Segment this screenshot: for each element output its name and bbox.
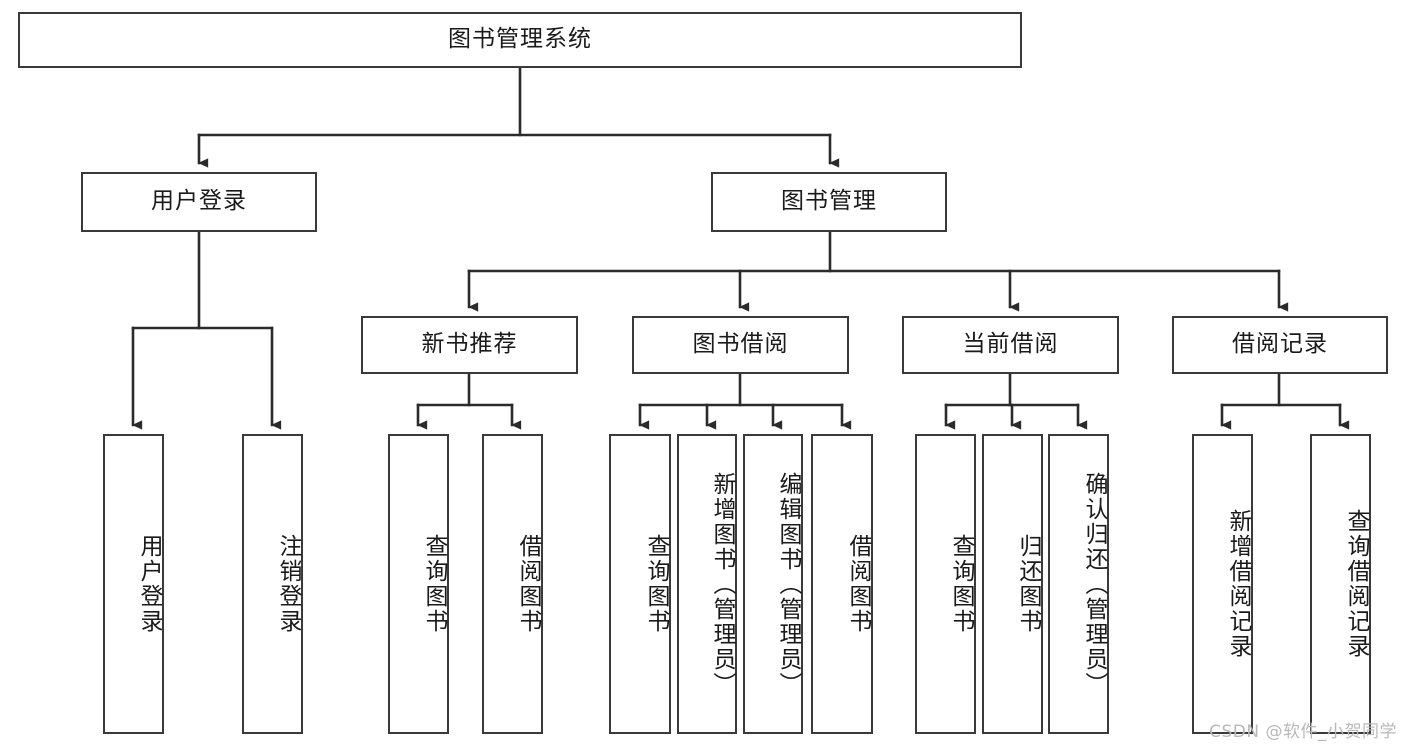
- leaf-add-book-label: 新增图书（管理员）: [709, 471, 735, 697]
- leaf-edit-book[interactable]: 编辑图书（管理员）: [743, 434, 803, 734]
- leaf-add-record[interactable]: 新增借阅记录: [1192, 434, 1253, 734]
- leaf-logout-login-label: 注销登录: [275, 534, 301, 634]
- leaf-user-login[interactable]: 用户登录: [103, 434, 164, 734]
- node-borrow-record[interactable]: 借阅记录: [1172, 316, 1388, 374]
- leaf-query-book-3[interactable]: 查询图书: [915, 434, 976, 734]
- node-new-book-recommend[interactable]: 新书推荐: [361, 316, 578, 374]
- node-current-borrow-label: 当前借阅: [962, 331, 1059, 358]
- leaf-borrow-book-2-label: 借阅图书: [845, 534, 871, 634]
- leaf-logout-login[interactable]: 注销登录: [242, 434, 303, 734]
- node-root-label: 图书管理系统: [448, 26, 592, 53]
- leaf-return-book-label: 归还图书: [1015, 534, 1041, 634]
- leaf-add-book[interactable]: 新增图书（管理员）: [677, 434, 737, 734]
- node-book-borrow-label: 图书借阅: [692, 331, 789, 358]
- node-book-management-label: 图书管理: [781, 188, 877, 215]
- node-current-borrow[interactable]: 当前借阅: [902, 316, 1119, 374]
- node-book-borrow[interactable]: 图书借阅: [632, 316, 849, 374]
- node-book-management[interactable]: 图书管理: [711, 172, 947, 232]
- node-root[interactable]: 图书管理系统: [18, 12, 1022, 68]
- leaf-edit-book-label: 编辑图书（管理员）: [775, 471, 801, 697]
- node-borrow-record-label: 借阅记录: [1232, 331, 1328, 358]
- leaf-query-book-1-label: 查询图书: [421, 534, 447, 634]
- leaf-query-book-2[interactable]: 查询图书: [609, 434, 671, 734]
- leaf-confirm-return[interactable]: 确认归还（管理员）: [1048, 434, 1109, 734]
- leaf-add-record-label: 新增借阅记录: [1225, 509, 1251, 659]
- leaf-borrow-book-1-label: 借阅图书: [515, 534, 541, 634]
- leaf-query-book-1[interactable]: 查询图书: [388, 434, 449, 734]
- leaf-borrow-book-2[interactable]: 借阅图书: [811, 434, 873, 734]
- leaf-query-record-label: 查询借阅记录: [1343, 509, 1369, 659]
- leaf-return-book[interactable]: 归还图书: [982, 434, 1043, 734]
- leaf-confirm-return-label: 确认归还（管理员）: [1081, 471, 1107, 697]
- node-user-login[interactable]: 用户登录: [81, 172, 317, 232]
- leaf-borrow-book-1[interactable]: 借阅图书: [482, 434, 543, 734]
- leaf-query-book-2-label: 查询图书: [643, 534, 669, 634]
- node-new-book-recommend-label: 新书推荐: [421, 331, 518, 358]
- node-user-login-label: 用户登录: [151, 188, 247, 215]
- leaf-query-book-3-label: 查询图书: [948, 534, 974, 634]
- csdn-watermark: CSDN @软件_小贺同学: [1209, 722, 1397, 742]
- leaf-user-login-label: 用户登录: [136, 534, 162, 634]
- leaf-query-record[interactable]: 查询借阅记录: [1310, 434, 1371, 734]
